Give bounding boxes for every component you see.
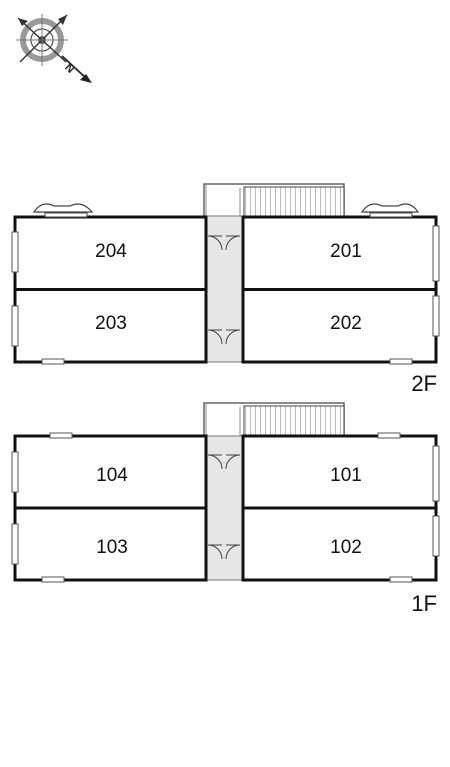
staircase	[243, 405, 345, 437]
room-label-201: 201	[330, 241, 362, 262]
room-label-102: 102	[330, 537, 362, 558]
floor-2f: 204 203 201 202 2F	[11, 183, 440, 396]
floor-label-2f: 2F	[411, 371, 437, 396]
room-label-202: 202	[330, 313, 362, 334]
room-label-101: 101	[330, 465, 362, 486]
room-label-203: 203	[95, 313, 127, 334]
corridor	[205, 215, 243, 363]
room-label-204: 204	[95, 241, 127, 262]
floor-label-1f: 1F	[411, 591, 437, 616]
corridor	[205, 435, 243, 581]
compass-north-label: N	[62, 62, 76, 76]
floor-1f: 104 103 101 102 1F	[11, 402, 440, 616]
compass-rose-icon: N	[16, 14, 92, 83]
room-label-104: 104	[96, 465, 128, 486]
room-label-103: 103	[96, 537, 128, 558]
staircase	[243, 186, 345, 217]
